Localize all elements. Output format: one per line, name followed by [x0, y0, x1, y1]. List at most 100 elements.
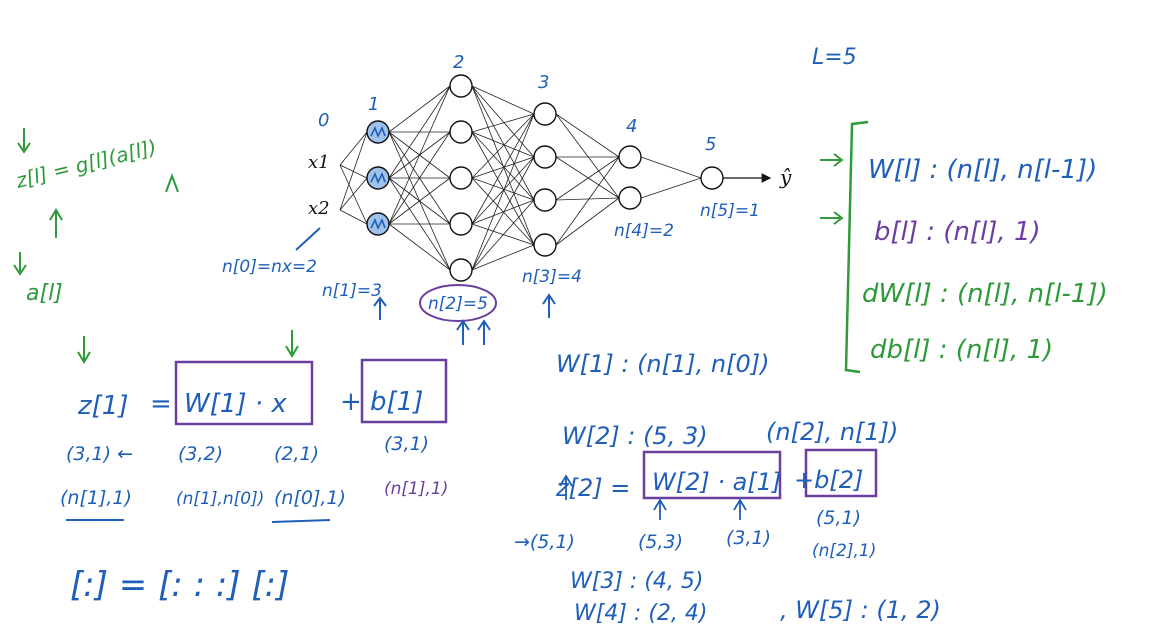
edge-l4-0-0: [640, 156, 702, 179]
edge-l3-3-0: [555, 156, 620, 246]
edge-l2-0-0: [471, 85, 535, 115]
W2-dims-numeric: W[2] : (5, 3): [562, 422, 708, 450]
neuron-scribble-l1-1: [370, 172, 386, 184]
neuron-l1-2: [366, 212, 390, 236]
W-dims-rule: W[l] : (n[l], n[l-1]): [868, 155, 1097, 185]
dim-b2-symbolic: (n[2],1): [812, 541, 876, 561]
dim-W1-symbolic: (n[1],n[0]): [176, 489, 264, 509]
arrow-n0: [295, 227, 321, 251]
n2-highlight-ellipse: [419, 284, 497, 322]
arrow-n3: [542, 293, 556, 318]
layer-number-2: 2: [453, 52, 464, 73]
edge-l0-1-1: [339, 177, 368, 211]
a-l-label: a[l]: [26, 281, 63, 306]
dim-a1-numeric: (3,1): [726, 527, 771, 549]
neuron-l3-2: [533, 188, 557, 212]
arrow-to-b: [820, 211, 844, 225]
layer-number-5: 5: [705, 134, 716, 155]
edge-l3-3-1: [555, 197, 620, 246]
edge-l2-2-3: [471, 177, 535, 246]
neuron-l2-1: [449, 120, 473, 144]
layer-number-4: 4: [626, 116, 637, 137]
dim-z1-symbolic: (n[1],1): [60, 487, 132, 509]
b1-term: b[1]: [370, 387, 423, 417]
b2-box: [804, 448, 878, 498]
b-dims-rule: b[l] : (n[l], 1): [874, 217, 1041, 247]
green-arrow-z1: [77, 336, 91, 364]
layer-number-1: 1: [368, 94, 379, 115]
dim-x-numeric: (2,1): [274, 443, 319, 465]
edge-l2-4-2: [471, 199, 535, 271]
neuron-l5-0: [700, 166, 724, 190]
output-yhat: ŷ: [779, 165, 792, 189]
unit-count-n2: n[2]=5: [428, 294, 488, 314]
matrix-shapes: [:] = [: : :] [:]: [70, 565, 289, 605]
layer-number-3: 3: [538, 72, 549, 93]
edge-l2-2-2: [471, 177, 535, 201]
edge-l1-0-0: [388, 85, 451, 133]
edge-l1-2-0: [388, 85, 451, 225]
arrow-z2: [559, 474, 573, 500]
z2-lhs: z[2] =: [555, 474, 630, 502]
neuron-l2-0: [449, 74, 473, 98]
neuron-l4-1: [618, 186, 642, 210]
green-up-arrow: [49, 208, 63, 238]
dim-W2-numeric: (5,3): [638, 531, 683, 553]
edge-l2-3-1: [471, 156, 535, 225]
W4-dims: W[4] : (2, 4): [574, 601, 707, 626]
edge-l2-1-0: [471, 113, 535, 133]
W1-dims-symbolic: W[1] : (n[1], n[0]): [556, 350, 769, 378]
total-layers-label: L=5: [812, 45, 857, 70]
z1-symbol: z[1]: [77, 391, 128, 421]
network-edges: [339, 85, 772, 271]
edge-l0-1-2: [339, 209, 368, 225]
unit-count-n5: n[5]=1: [700, 201, 760, 221]
edge-l0-0-0: [339, 131, 368, 166]
green-down-arrow-bottom: [13, 252, 27, 276]
network-nodes: [366, 74, 724, 282]
db-dims-rule: db[l] : (n[l], 1): [870, 335, 1053, 365]
unit-count-n0: n[0]=nx=2: [222, 257, 317, 277]
arrow-n1: [373, 296, 387, 320]
underline-marks: [66, 519, 331, 523]
neuron-l1-1: [366, 166, 390, 190]
W1x-box: [174, 360, 314, 426]
edge-l2-4-0: [471, 113, 535, 271]
W1-times-x: W[1] · x: [184, 389, 287, 419]
neuron-l2-2: [449, 166, 473, 190]
z1-equals: =: [150, 389, 172, 419]
edge-l2-3-2: [471, 199, 535, 225]
edge-l2-4-1: [471, 156, 535, 271]
arrows-n2: [456, 319, 491, 345]
edge-l2-1-1: [471, 131, 535, 158]
green-up-chevron: [165, 173, 179, 193]
unit-count-n4: n[4]=2: [614, 221, 674, 241]
edge-l2-2-1: [471, 156, 535, 179]
W2-times-a1: W[2] · a[1]: [652, 468, 781, 496]
edge-l2-1-3: [471, 131, 535, 246]
neuron-l3-1: [533, 145, 557, 169]
edge-l2-0-2: [471, 85, 535, 201]
edge-l0-1-0: [339, 131, 368, 211]
edge-l2-3-0: [471, 113, 535, 225]
dim-W1-numeric: (3,2): [178, 443, 223, 465]
neuron-l3-3: [533, 233, 557, 257]
input-x1: x1: [308, 152, 330, 173]
neuron-l3-0: [533, 102, 557, 126]
plus-b2: +b[2]: [794, 466, 863, 494]
dim-x-symbolic: (n[0],1): [274, 487, 346, 509]
edge-l3-0-1: [555, 113, 620, 199]
edge-l4-1-0: [640, 177, 702, 199]
z-equals-g-formula: z[l] = g[l](a[l]): [12, 135, 159, 193]
edge-l2-2-0: [471, 113, 535, 179]
edge-l1-2-1: [388, 131, 451, 225]
arrows-layer2: [653, 498, 747, 520]
layer-number-0: 0: [318, 110, 329, 131]
dim-b2-numeric: (5,1): [816, 507, 861, 529]
unit-count-n3: n[3]=4: [522, 267, 582, 287]
edge-l3-1-1: [555, 156, 620, 199]
arrow-to-W: [820, 153, 844, 167]
edge-l3-2-0: [555, 156, 620, 201]
